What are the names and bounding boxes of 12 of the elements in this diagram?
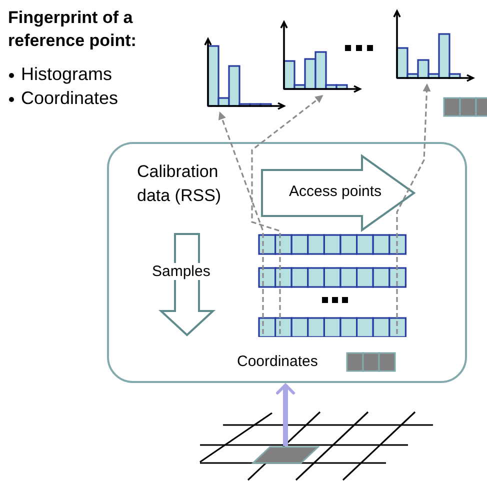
- bullet-text: Coordinates: [21, 88, 118, 109]
- dashed-arrow: [218, 112, 264, 334]
- arrow-label: Access points: [289, 183, 382, 200]
- bullet-text: Histograms: [21, 64, 112, 85]
- rounded-box: [107, 142, 467, 383]
- title: Fingerprint of a reference point:: [8, 7, 138, 52]
- dashed-arrow: [396, 83, 431, 334]
- arrow-label: Samples: [152, 263, 210, 280]
- text-label: Coordinates: [237, 353, 318, 370]
- box-title: Calibration data (RSS): [137, 161, 222, 207]
- arrow: [276, 384, 295, 446]
- dashed-arrow: [251, 95, 324, 334]
